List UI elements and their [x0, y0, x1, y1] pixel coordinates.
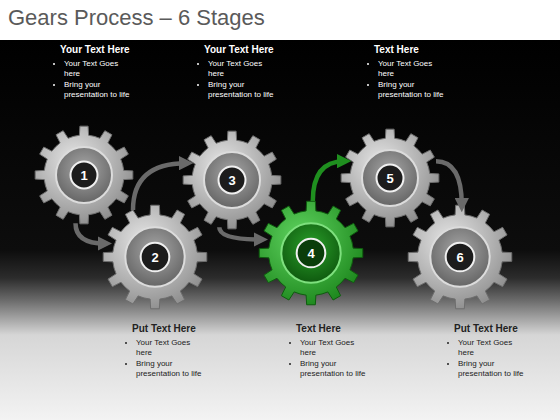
- flow-arrow: [76, 223, 105, 243]
- bullet-text: Bring your presentation to life: [136, 359, 204, 379]
- stage-number: 4: [258, 200, 364, 306]
- flow-arrow: [219, 227, 260, 239]
- bullet-list: Your Text Goes hereBring your presentati…: [288, 338, 368, 379]
- text-block: Your Text HereYour Text Goes hereBring y…: [52, 44, 132, 101]
- diagram-title: Gears Process – 6 Stages: [8, 5, 265, 31]
- text-block: Put Text HereYour Text Goes hereBring yo…: [446, 323, 526, 380]
- bullet-list: Your Text Goes hereBring your presentati…: [196, 59, 276, 100]
- bullet-text: Bring your presentation to life: [378, 80, 446, 100]
- bullet-text: Bring your presentation to life: [300, 359, 368, 379]
- flow-arrow: [133, 163, 186, 210]
- stage-number: 6: [407, 204, 513, 310]
- text-heading: Put Text Here: [132, 323, 204, 334]
- text-block: Put Text HereYour Text Goes hereBring yo…: [124, 323, 204, 380]
- text-block: Text HereYour Text Goes hereBring your p…: [366, 44, 446, 101]
- stage-number: 5: [340, 128, 440, 228]
- flow-arrow: [436, 161, 462, 205]
- flow-arrow: [313, 161, 344, 201]
- gear-node: 5: [340, 128, 440, 228]
- stage-number: 1: [34, 125, 134, 225]
- bullet-list: Your Text Goes hereBring your presentati…: [366, 59, 446, 100]
- gear-node: 4: [258, 200, 364, 306]
- bullet-text: Bring your presentation to life: [458, 359, 526, 379]
- bullet-text: Your Text Goes here: [378, 59, 446, 79]
- text-heading: Text Here: [296, 323, 368, 334]
- text-heading: Your Text Here: [60, 44, 132, 55]
- text-block: Your Text HereYour Text Goes hereBring y…: [196, 44, 276, 101]
- bullet-text: Your Text Goes here: [136, 338, 204, 358]
- bullet-text: Your Text Goes here: [208, 59, 276, 79]
- bullet-list: Your Text Goes hereBring your presentati…: [124, 338, 204, 379]
- text-block: Text HereYour Text Goes hereBring your p…: [288, 323, 368, 380]
- gear-node: 6: [407, 204, 513, 310]
- bullet-text: Your Text Goes here: [300, 338, 368, 358]
- gear-node: 2: [102, 204, 208, 310]
- text-heading: Your Text Here: [204, 44, 276, 55]
- bullet-text: Your Text Goes here: [458, 338, 526, 358]
- gear-node: 3: [182, 130, 282, 230]
- text-heading: Text Here: [374, 44, 446, 55]
- stage-number: 2: [102, 204, 208, 310]
- bullet-list: Your Text Goes hereBring your presentati…: [446, 338, 526, 379]
- bullet-text: Bring your presentation to life: [64, 80, 132, 100]
- stage-number: 3: [182, 130, 282, 230]
- text-heading: Put Text Here: [454, 323, 526, 334]
- bullet-text: Your Text Goes here: [64, 59, 132, 79]
- bullet-text: Bring your presentation to life: [208, 80, 276, 100]
- gear-node: 1: [34, 125, 134, 225]
- bullet-list: Your Text Goes hereBring your presentati…: [52, 59, 132, 100]
